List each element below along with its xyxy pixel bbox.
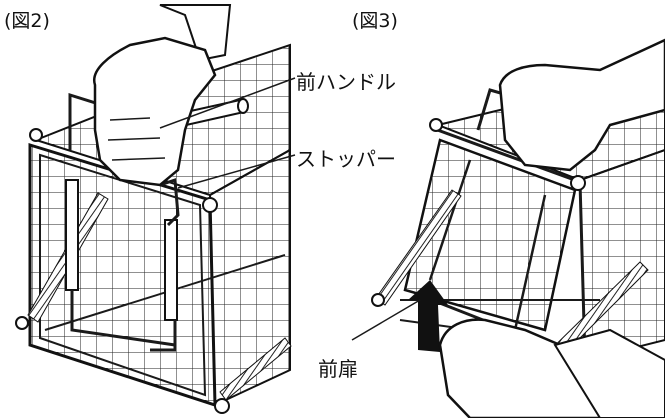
lift-arrow xyxy=(408,280,448,352)
callout-front-door: 前扉 xyxy=(318,357,358,381)
door-bar-left xyxy=(65,179,79,291)
figure3-hand-bottom xyxy=(438,318,665,418)
right-spring xyxy=(219,337,292,401)
leader-stopper xyxy=(177,154,296,189)
figure3-hand-top xyxy=(498,38,665,172)
callout-front-handle: 前ハンドル xyxy=(296,70,396,94)
door-bar-right xyxy=(164,219,178,321)
stopper-wire xyxy=(159,177,180,227)
cage3-side-face xyxy=(578,148,665,362)
figure2-label: (図2) xyxy=(4,10,50,32)
leader-front-door xyxy=(351,299,421,341)
figure3-label: (図3) xyxy=(352,10,398,32)
leader-front-handle xyxy=(159,77,296,129)
figure2-hand xyxy=(93,4,232,187)
callout-stopper: ストッパー xyxy=(296,147,396,171)
